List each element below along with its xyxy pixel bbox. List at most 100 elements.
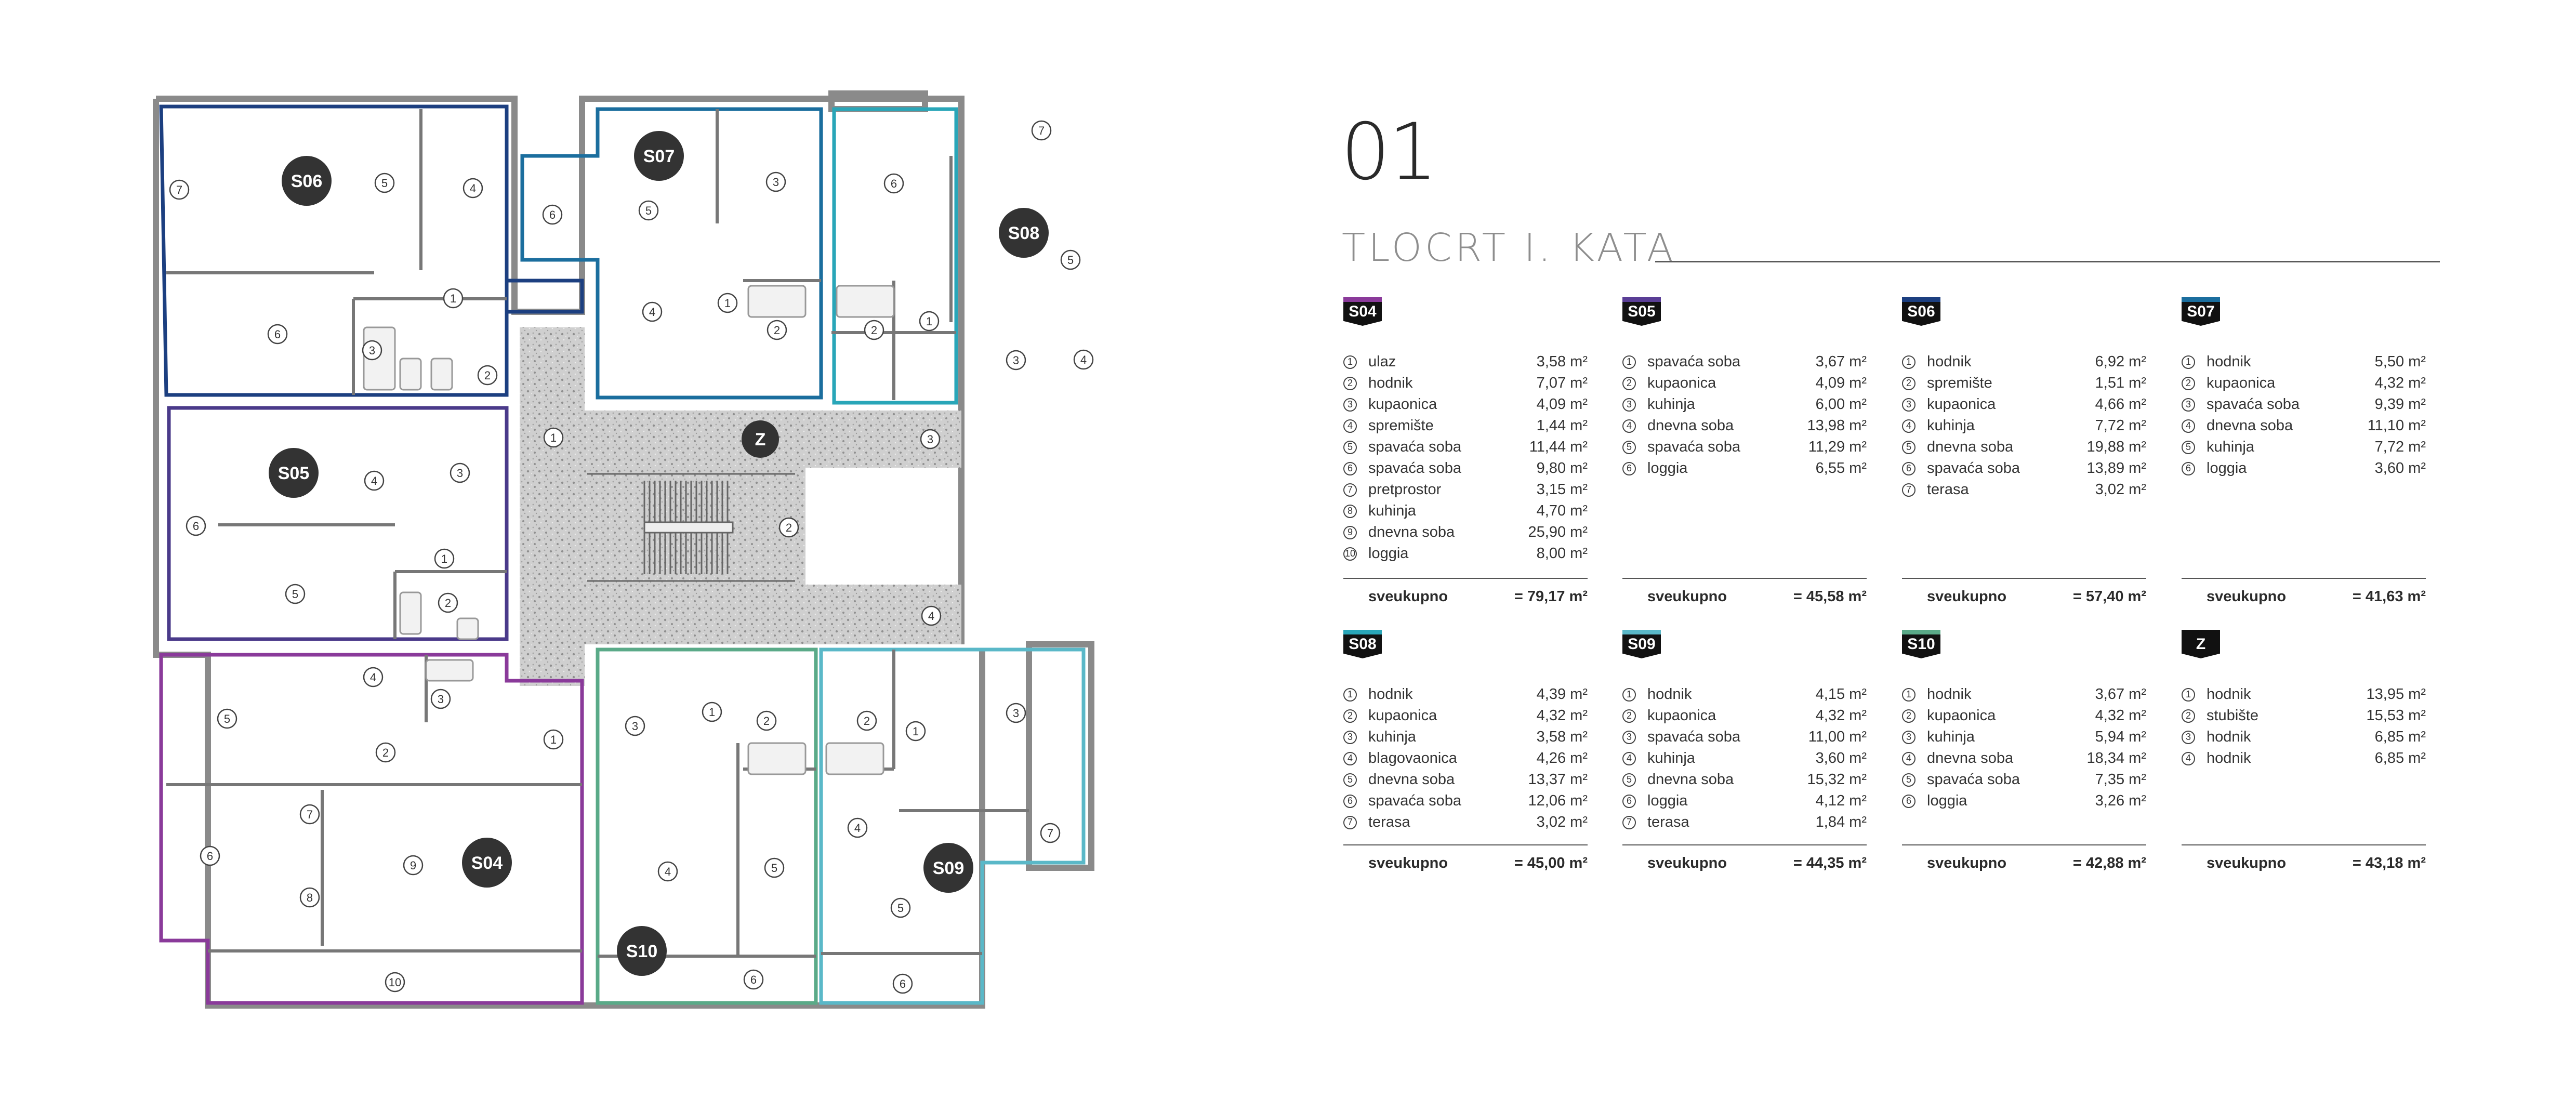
room-marker-number: 3: [1013, 707, 1019, 720]
room-marker-number: 6: [549, 208, 556, 221]
room-marker-number: 7: [1038, 124, 1045, 137]
room-marker-number: 3: [369, 344, 375, 357]
unit-total: sveukupno= 45,58 m²: [1622, 578, 1867, 605]
room-marker-number: 5: [645, 204, 652, 217]
room-area: 3,60 m²: [2374, 460, 2426, 477]
unit-color-bar: [1622, 297, 1661, 302]
room-area: 7,72 m²: [2095, 417, 2146, 434]
room-number: 2: [1622, 709, 1636, 723]
room-number: 4: [1343, 419, 1357, 433]
room-name: hodnik: [2207, 750, 2251, 766]
room-area: 3,58 m²: [1536, 729, 1588, 745]
marker-s04: S04: [462, 838, 512, 888]
room-area: 3,15 m²: [1536, 481, 1588, 498]
room-area: 7,07 m²: [1536, 375, 1588, 391]
room-area: 4,09 m²: [1815, 375, 1867, 391]
room-marker-number: 8: [307, 891, 313, 904]
room-number: 6: [1622, 461, 1636, 475]
room-number: 7: [1902, 483, 1916, 497]
unit-badge: S04: [1343, 297, 1382, 328]
room-name: hodnik: [2207, 353, 2251, 370]
room-name: spavaća soba: [1927, 460, 2020, 477]
room-name: dnevna soba: [1368, 771, 1455, 788]
room-name: kupaonica: [1647, 707, 1716, 724]
unit-badge: S07: [2182, 297, 2220, 328]
room-marker-number: 1: [724, 297, 731, 310]
room-area: 11,10 m²: [2367, 417, 2426, 434]
room-area: 4,32 m²: [2374, 375, 2426, 391]
outline-s10: [596, 647, 818, 1005]
room-marker-number: 10: [389, 976, 401, 989]
room-number: 4: [1343, 751, 1357, 765]
svg-text:S06: S06: [291, 171, 323, 191]
unit-badge: Z: [2182, 630, 2220, 661]
outline-s05: [167, 406, 509, 641]
room-name: pretprostor: [1368, 481, 1442, 498]
room-marker-number: 5: [224, 712, 230, 725]
room-row: 6 loggia 6,55 m²: [1622, 458, 1867, 479]
room-marker-number: 4: [371, 474, 377, 487]
room-marker-number: 4: [649, 306, 655, 319]
total-label: sveukupno: [1368, 855, 1448, 871]
total-label: sveukupno: [2207, 855, 2287, 871]
room-name: loggia: [1647, 460, 1688, 477]
total-value: = 43,18 m²: [2352, 855, 2426, 871]
room-marker-number: 5: [897, 902, 904, 915]
room-marker-number: 2: [786, 521, 792, 534]
room-name: kupaonica: [1927, 707, 1996, 724]
unit-color-bar: [2182, 297, 2220, 302]
unit-total: sveukupno= 44,35 m²: [1622, 844, 1867, 872]
room-name: hodnik: [1368, 375, 1413, 391]
total-value: = 44,35 m²: [1793, 855, 1867, 871]
common-area-z: [520, 327, 961, 686]
total-value: = 41,63 m²: [2352, 588, 2426, 605]
room-marker-number: 2: [382, 746, 389, 759]
room-number: 5: [1343, 773, 1357, 787]
room-marker-number: 7: [176, 183, 182, 196]
room-area: 3,67 m²: [2095, 686, 2146, 703]
room-area: 5,50 m²: [2374, 353, 2426, 370]
room-number: 4: [2182, 419, 2195, 433]
room-name: kupaonica: [1368, 396, 1437, 413]
room-marker-number: 3: [457, 467, 463, 480]
badge-shape: [2182, 302, 2220, 326]
unit-color-bar: [1343, 297, 1382, 302]
room-marker-number: 2: [864, 715, 870, 727]
room-area: 13,89 m²: [2086, 460, 2146, 477]
unit-id: S09: [1628, 636, 1656, 653]
unit-color-bar: [1902, 297, 1940, 302]
sheet-number: 01: [1341, 107, 1438, 197]
room-marker-number: 4: [370, 671, 376, 684]
room-number: 5: [1902, 440, 1916, 454]
room-name: spavaća soba: [1647, 353, 1740, 370]
unit-color-bar: [2182, 630, 2220, 634]
room-area: 3,60 m²: [1815, 750, 1867, 766]
unit-id: Z: [2196, 636, 2206, 653]
unit-id: S07: [2187, 303, 2215, 320]
room-marker-number: 4: [1080, 353, 1087, 366]
room-marker-number: 4: [854, 822, 861, 835]
room-number: 3: [1343, 730, 1357, 744]
room-number: 2: [1343, 376, 1357, 390]
room-marker-number: 1: [913, 725, 919, 738]
room-area: 6,55 m²: [1815, 460, 1867, 477]
room-marker-number: 9: [410, 859, 416, 872]
total-value: = 45,58 m²: [1793, 588, 1867, 605]
room-area: 4,26 m²: [1536, 750, 1588, 766]
room-name: blagovaonica: [1368, 750, 1457, 766]
